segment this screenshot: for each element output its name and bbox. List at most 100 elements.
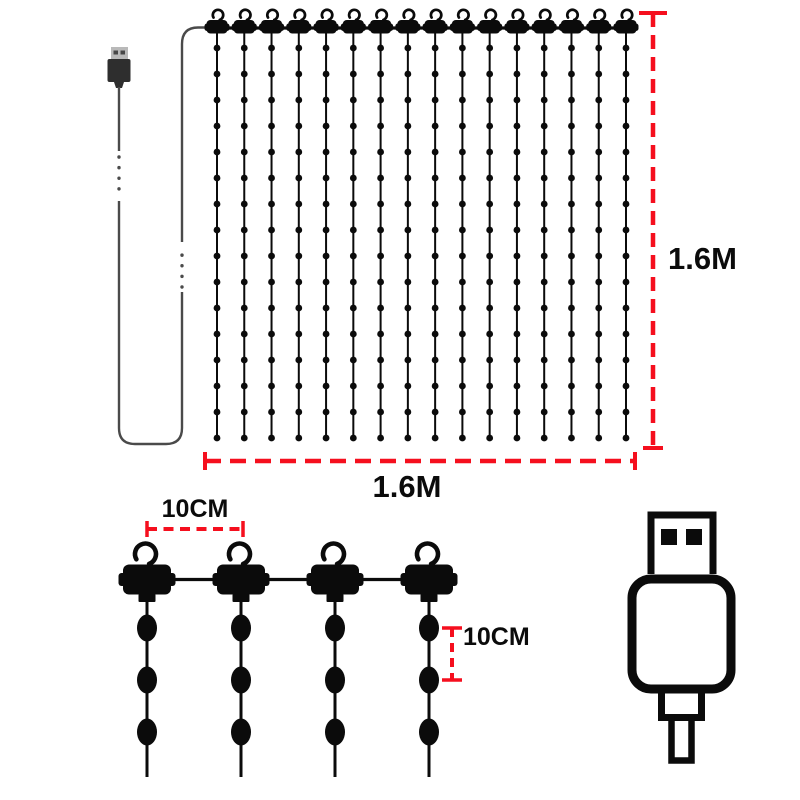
led-light — [486, 122, 494, 130]
led-light — [240, 330, 248, 338]
led-light — [459, 278, 466, 286]
led-light — [404, 226, 412, 234]
led-light — [349, 408, 357, 416]
hanging-hook-icon — [566, 8, 579, 22]
led-light — [568, 330, 575, 338]
led-light — [404, 408, 412, 416]
led-light — [404, 356, 412, 364]
curtain-strand — [395, 8, 421, 442]
curtain-strand — [504, 8, 530, 442]
led-light — [377, 226, 384, 234]
led-light — [513, 382, 521, 390]
led-light — [431, 70, 439, 78]
led-light — [568, 278, 575, 286]
led-light — [404, 200, 412, 208]
led-light — [431, 148, 439, 156]
led-light — [213, 148, 221, 156]
led-light — [213, 434, 221, 442]
led-light — [513, 96, 521, 104]
hanging-hook-icon — [293, 8, 307, 22]
led-light — [486, 44, 494, 52]
led-light — [431, 382, 439, 390]
led-light — [295, 356, 303, 364]
hook-spacing-detail — [118, 541, 458, 777]
led-light — [268, 356, 275, 364]
led-light — [295, 434, 303, 442]
led-light — [568, 122, 575, 130]
led-light — [295, 70, 303, 78]
led-light — [459, 408, 466, 416]
led-light — [540, 122, 548, 130]
led-light — [595, 304, 603, 312]
led-light — [622, 304, 630, 312]
led-light — [622, 278, 630, 286]
led-light — [240, 408, 248, 416]
led-light — [622, 356, 630, 364]
led-light — [240, 304, 248, 312]
hanging-hook-icon — [429, 8, 443, 22]
led-light — [595, 122, 603, 130]
led-light — [295, 148, 303, 156]
led-light — [459, 434, 466, 442]
width-dimension-line — [203, 452, 637, 470]
led-light — [513, 174, 521, 182]
led-light — [431, 252, 439, 260]
led-light — [213, 408, 221, 416]
led-light — [431, 122, 439, 130]
led-light — [431, 174, 439, 182]
led-light — [595, 434, 603, 442]
led-light — [322, 200, 330, 208]
hanging-hook-icon — [456, 8, 470, 22]
led-light — [349, 174, 357, 182]
led-light — [568, 200, 575, 208]
led-light — [322, 252, 330, 260]
led-light — [622, 382, 630, 390]
led-light — [459, 252, 466, 260]
led-light — [349, 226, 357, 234]
led-light — [295, 226, 303, 234]
hook-spacing-label: 10CM — [161, 495, 229, 523]
hanging-hook-icon — [414, 541, 441, 567]
led-curtain-grid — [204, 8, 639, 442]
height-dimension-line — [639, 11, 667, 450]
detail-strand — [400, 541, 458, 777]
led-light — [213, 70, 221, 78]
led-light — [622, 122, 630, 130]
led-light — [513, 304, 521, 312]
curtain-strand — [586, 8, 612, 442]
led-light — [268, 226, 275, 234]
led-light — [322, 408, 330, 416]
led-light — [486, 96, 494, 104]
led-light — [268, 200, 275, 208]
led-light — [240, 252, 248, 260]
led-light — [377, 200, 384, 208]
led-light — [431, 200, 439, 208]
led-light — [322, 356, 330, 364]
led-light — [268, 278, 275, 286]
led-light — [568, 356, 575, 364]
led-light — [240, 200, 248, 208]
led-light — [486, 330, 494, 338]
led-light — [349, 330, 357, 338]
curtain-strand — [531, 8, 557, 442]
led-light — [377, 174, 384, 182]
led-light — [240, 278, 248, 286]
curtain-strand — [204, 8, 230, 442]
hanging-hook-icon — [132, 541, 159, 567]
led-light — [322, 434, 330, 442]
led-light — [325, 666, 345, 694]
cable-segment — [180, 26, 214, 242]
led-light — [404, 148, 412, 156]
hook-clip — [506, 20, 528, 34]
curtain-strand — [286, 8, 312, 442]
led-light — [568, 96, 575, 104]
led-light — [459, 148, 466, 156]
led-light — [377, 356, 384, 364]
led-light — [137, 614, 157, 642]
hook-clip — [533, 20, 555, 34]
hook-clip — [288, 20, 310, 34]
led-light — [268, 434, 275, 442]
led-light — [404, 96, 412, 104]
hook-clip — [206, 20, 228, 34]
